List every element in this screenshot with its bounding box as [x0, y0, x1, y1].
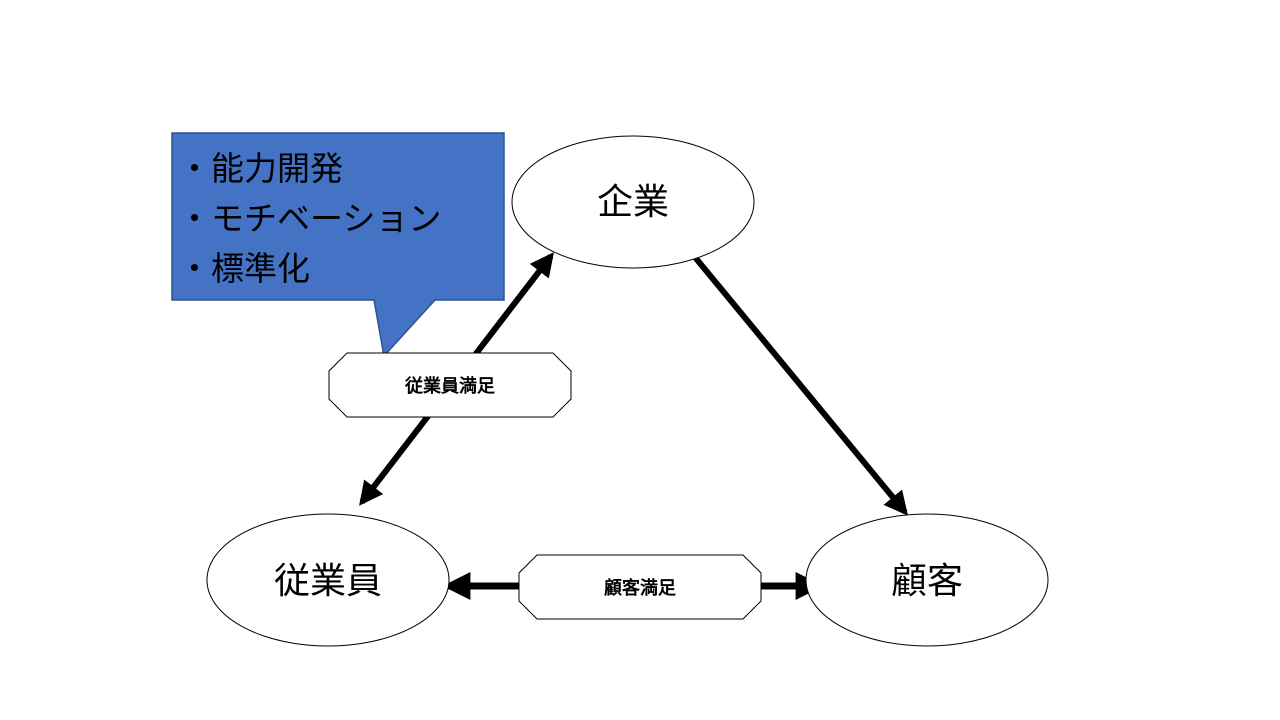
- callout-item-standardization: ・標準化: [178, 249, 310, 288]
- node-company: 企業: [511, 135, 755, 269]
- tag-employee-satisfaction-label: 従業員満足: [404, 375, 495, 397]
- node-employee: 従業員: [206, 513, 450, 647]
- tag-customer-satisfaction: 顧客満足: [518, 554, 762, 620]
- callout-item-motivation: ・モチベーション: [178, 199, 441, 238]
- edge-company-customer: [691, 254, 909, 516]
- node-company-label: 企業: [597, 182, 669, 223]
- callout-item-ability-development: ・能力開発: [178, 149, 343, 188]
- tag-customer-satisfaction-label: 顧客満足: [604, 577, 676, 599]
- node-employee-label: 従業員: [274, 561, 382, 602]
- node-customer: 顧客: [805, 513, 1049, 647]
- tag-employee-satisfaction: 従業員満足: [328, 352, 572, 418]
- node-customer-label: 顧客: [891, 561, 963, 602]
- callout-bubble: ・能力開発 ・モチベーション ・標準化: [171, 132, 505, 358]
